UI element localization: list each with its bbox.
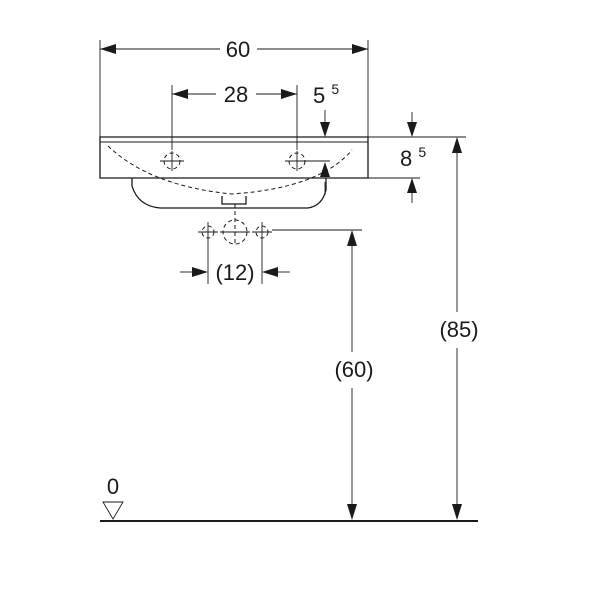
dimension-rim-height: (85) <box>420 136 479 520</box>
dimension-waste-height: (60) <box>334 230 374 520</box>
rear-offset-superscript: 5 <box>331 81 339 97</box>
rear-offset-label: 5 5 <box>313 81 339 108</box>
floor-level-marker-icon <box>102 501 124 520</box>
dimension-tap-hole-spacing: 28 <box>171 82 298 150</box>
tap-hole-right <box>285 151 330 171</box>
rear-offset-main: 5 <box>313 83 325 108</box>
waste-connection-symbols <box>198 204 362 246</box>
waste-height-label: (60) <box>334 357 373 382</box>
dimension-overall-width: 60 <box>99 37 369 137</box>
waste-spacing-label: (12) <box>215 260 254 285</box>
overall-width-label: 60 <box>226 37 250 62</box>
floor-level: 0 <box>100 474 478 522</box>
tap-hole-left <box>160 151 184 171</box>
rim-height-label: (85) <box>439 317 478 342</box>
rim-thickness-main: 8 <box>400 146 412 171</box>
rim-thickness-label: 8 5 <box>400 144 426 171</box>
tap-hole-spacing-label: 28 <box>224 82 248 107</box>
dimension-rim-thickness: 8 5 <box>368 112 426 203</box>
floor-level-label: 0 <box>107 474 119 499</box>
rim-thickness-superscript: 5 <box>418 144 426 160</box>
dimension-rear-offset: 5 5 <box>313 81 339 195</box>
dimension-waste-spacing: (12) <box>180 242 290 285</box>
